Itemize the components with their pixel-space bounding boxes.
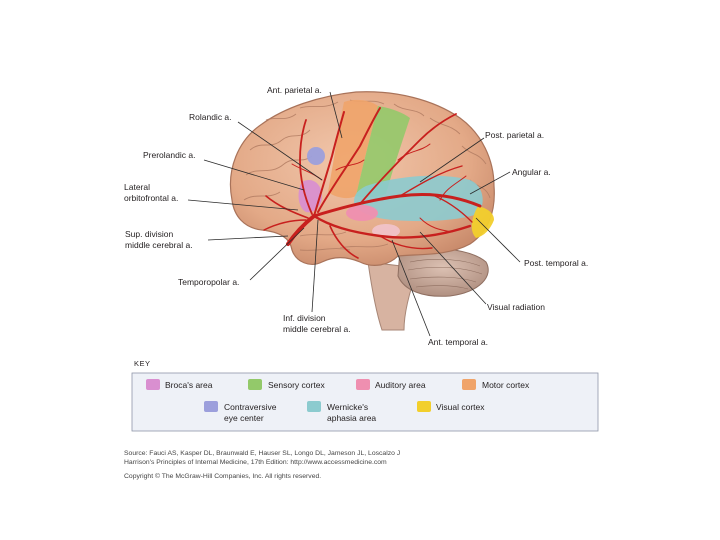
visual-cortex-region xyxy=(471,206,494,238)
auditory-area-region xyxy=(346,205,378,221)
key-title: KEY xyxy=(134,359,151,368)
label-inf-division: Inf. division xyxy=(283,313,326,323)
diagram-labels: Ant. parietal a. Rolandic a. Prerolandic… xyxy=(124,85,588,347)
label-sup-division-mca: middle cerebral a. xyxy=(125,240,193,250)
key-swatch-wernickes-area xyxy=(307,401,321,412)
label-lateral: Lateral xyxy=(124,182,150,192)
source-credit: Source: Fauci AS, Kasper DL, Braunwald E… xyxy=(124,450,400,480)
key-label-sensory-cortex: Sensory cortex xyxy=(268,380,325,390)
label-inf-division-mca: middle cerebral a. xyxy=(283,324,351,334)
key-swatch-brocas-area xyxy=(146,379,160,390)
brocas-area-region xyxy=(298,179,322,213)
key-swatch-motor-cortex xyxy=(462,379,476,390)
key-label-visual-cortex: Visual cortex xyxy=(436,402,485,412)
key-label-aphasia-area: aphasia area xyxy=(327,413,376,423)
label-post-temporal: Post. temporal a. xyxy=(524,258,588,268)
key-label-auditory-area: Auditory area xyxy=(375,380,426,390)
auditory-area-region-lower xyxy=(372,224,400,238)
key-label-wernickes: Wernicke's xyxy=(327,402,368,412)
label-angular: Angular a. xyxy=(512,167,551,177)
label-rolandic: Rolandic a. xyxy=(189,112,232,122)
leader-lines xyxy=(187,91,521,337)
contraversive-eye-center-region xyxy=(307,147,325,165)
key-swatch-auditory-area xyxy=(356,379,370,390)
label-post-parietal: Post. parietal a. xyxy=(485,130,544,140)
label-temporopolar: Temporopolar a. xyxy=(178,277,239,287)
key-swatch-visual-cortex xyxy=(417,401,431,412)
key-label-brocas-area: Broca's area xyxy=(165,380,213,390)
key-swatch-sensory-cortex xyxy=(248,379,262,390)
credit-copyright-line: Copyright © The McGraw-Hill Companies, I… xyxy=(124,472,321,480)
key-label-contraversive: Contraversive xyxy=(224,402,277,412)
key-swatch-contraversive-eye-center xyxy=(204,401,218,412)
sensory-cortex-region xyxy=(356,106,410,198)
credit-edition-line: Harrison's Principles of Internal Medici… xyxy=(124,459,387,466)
label-prerolandic: Prerolandic a. xyxy=(143,150,195,160)
credit-source-line: Source: Fauci AS, Kasper DL, Braunwald E… xyxy=(124,450,400,457)
brain-illustration xyxy=(229,91,495,331)
label-visual-radiation: Visual radiation xyxy=(487,302,545,312)
key-legend: KEY Broca's area Sensory cortex Auditory… xyxy=(131,359,599,432)
label-ant-parietal: Ant. parietal a. xyxy=(267,85,322,95)
label-sup-division: Sup. division xyxy=(125,229,173,239)
label-ant-temporal: Ant. temporal a. xyxy=(428,337,488,347)
key-label-eye-center: eye center xyxy=(224,413,264,423)
label-orbitofrontal: orbitofrontal a. xyxy=(124,193,178,203)
key-label-motor-cortex: Motor cortex xyxy=(482,380,530,390)
